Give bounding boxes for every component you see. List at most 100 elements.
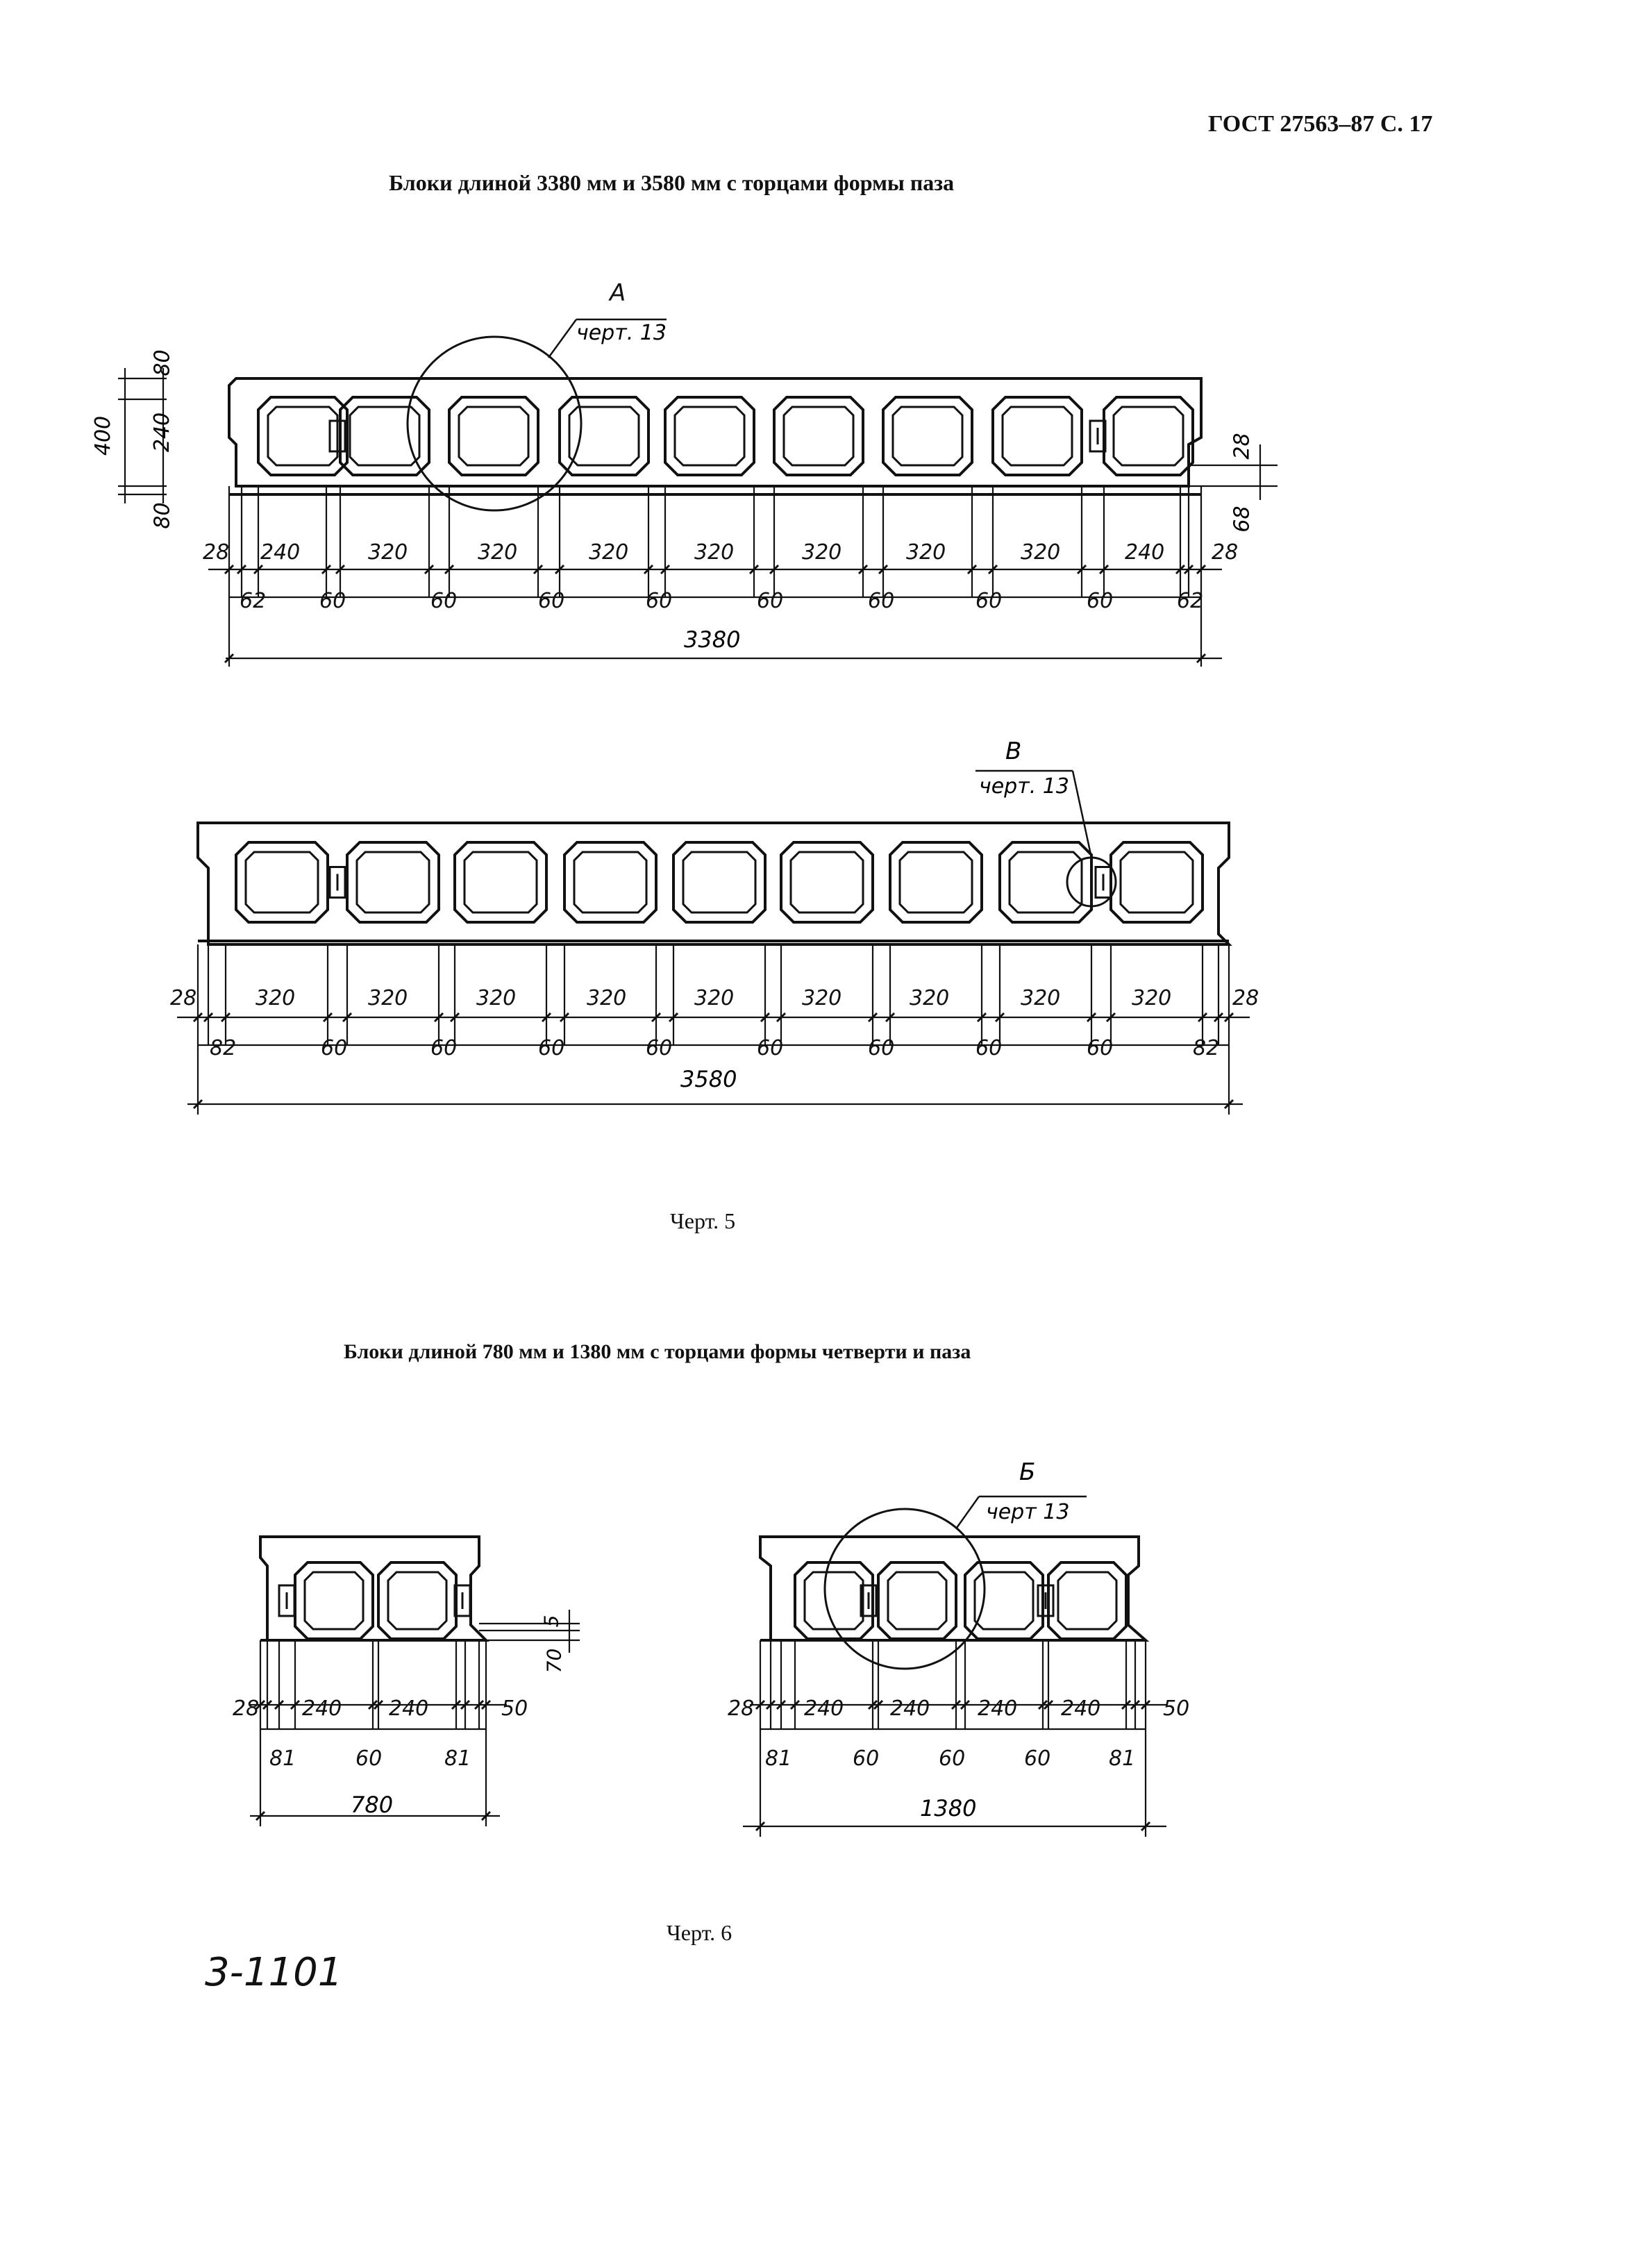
dim-top-6: 320 (802, 540, 842, 565)
dim-top-2: 320 (368, 986, 408, 1010)
section-title-short-blocks: Блоки длиной 780 мм и 1380 мм с торцами … (344, 1340, 971, 1363)
dim-top-8: 320 (1021, 540, 1061, 565)
dim-top-1: 320 (256, 986, 296, 1010)
dim-top-1: 240 (804, 1696, 844, 1721)
dim-bottom-4: 81 (1109, 1746, 1136, 1771)
dim-bottom-7: 60 (975, 1036, 1003, 1060)
void-cell (882, 396, 973, 476)
dim-bottom-0: 82 (210, 1036, 237, 1060)
detail-circle-a (406, 335, 583, 512)
dim-top-2: 240 (890, 1696, 930, 1721)
dim-bottom-6: 60 (868, 589, 895, 613)
dim-top-4: 240 (1061, 1696, 1101, 1721)
dim-top-2: 320 (368, 540, 408, 565)
joint-key (328, 866, 346, 899)
handwritten-sheet-number: 3-1101 (205, 1950, 343, 1995)
void-cell (991, 396, 1083, 476)
dim-top-3: 320 (476, 986, 517, 1010)
joint-key (453, 1584, 471, 1617)
dim-total-3380: 3380 (684, 626, 741, 653)
dim-bottom-5: 60 (757, 589, 784, 613)
dim-top-4: 320 (589, 540, 629, 565)
void-cell (794, 1561, 874, 1640)
void-cell (889, 841, 983, 924)
joint-key (278, 1584, 296, 1617)
dim-top-3: 320 (478, 540, 518, 565)
void-cell (235, 841, 329, 924)
dim-bottom-2: 60 (430, 1036, 458, 1060)
dim-bottom-0: 62 (240, 589, 267, 613)
dim-top-3: 240 (978, 1696, 1018, 1721)
dim-top-4: 320 (587, 986, 627, 1010)
void-cell (998, 841, 1093, 924)
dim-top-9: 320 (1132, 986, 1172, 1010)
callout-ref-v: черт 13 (986, 1500, 1070, 1524)
void-cell (664, 396, 755, 476)
void-cell (877, 1561, 957, 1640)
dim-top-0: 28 (203, 540, 230, 565)
dim-top-8: 320 (1021, 986, 1061, 1010)
joint-key (860, 1584, 878, 1617)
dim-bottom-3: 60 (538, 1036, 565, 1060)
dim-total-3580: 3580 (680, 1066, 737, 1092)
dim-top-1: 240 (302, 1696, 342, 1721)
void-cell (563, 841, 658, 924)
dim-top-10: 28 (1232, 986, 1259, 1010)
callout-letter-a: А (610, 279, 626, 307)
void-cell (964, 1561, 1044, 1640)
dim-bottom-4: 60 (646, 589, 673, 613)
dim-top-5: 50 (1163, 1696, 1190, 1721)
dim-bottom-1: 60 (853, 1746, 880, 1771)
dim-top-7: 320 (906, 540, 946, 565)
dim-top-1: 240 (260, 540, 301, 565)
dim-bottom-1: 60 (319, 589, 346, 613)
dim-bottom-8: 60 (1087, 589, 1114, 613)
dim-bottom-0: 81 (269, 1746, 296, 1771)
callout-letter-v: Б (1019, 1458, 1036, 1486)
dim-top-9: 240 (1125, 540, 1165, 565)
void-cell (257, 396, 349, 476)
dim-top-3: 50 (501, 1696, 528, 1721)
page-header-code: ГОСТ 27563–87 С. 17 (1208, 111, 1433, 137)
caption-fig6: Черт. 6 (667, 1920, 732, 1945)
dim-bottom-6: 60 (868, 1036, 895, 1060)
dim-bottom-9: 62 (1177, 589, 1204, 613)
joint-key (328, 419, 346, 453)
void-cell (339, 396, 430, 476)
dim-bottom-4: 60 (646, 1036, 673, 1060)
dim-top-10: 28 (1212, 540, 1239, 565)
void-cell (448, 396, 539, 476)
void-cell (780, 841, 874, 924)
void-cell (672, 841, 767, 924)
dim-total-1380: 1380 (920, 1795, 977, 1821)
dim-bottom-1: 60 (355, 1746, 383, 1771)
dim-bottom-9: 82 (1193, 1036, 1220, 1060)
detail-circle-v (823, 1508, 986, 1670)
void-cell (377, 1561, 458, 1640)
dim-top-0: 28 (728, 1696, 755, 1721)
dim-bottom-1: 60 (321, 1036, 348, 1060)
void-cell (1103, 396, 1194, 476)
void-cell (558, 396, 650, 476)
callout-ref-b: черт. 13 (979, 774, 1069, 799)
dim-bottom-5: 60 (757, 1036, 784, 1060)
joint-key (1037, 1584, 1055, 1617)
callout-ref-a: черт. 13 (576, 321, 667, 345)
dim-bottom-8: 60 (1087, 1036, 1114, 1060)
dim-total-780: 780 (351, 1792, 394, 1818)
dim-top-0: 28 (233, 1696, 260, 1721)
dim-bottom-2: 60 (430, 589, 458, 613)
void-cell (1047, 1561, 1128, 1640)
caption-fig5: Черт. 5 (670, 1208, 736, 1233)
joint-key (1089, 419, 1107, 453)
callout-letter-b: В (1005, 737, 1022, 765)
dim-bottom-2: 60 (939, 1746, 966, 1771)
dim-top-5: 320 (694, 986, 735, 1010)
dim-top-0: 28 (170, 986, 197, 1010)
section-title-long-blocks: Блоки длиной 3380 мм и 3580 мм с торцами… (389, 170, 955, 195)
